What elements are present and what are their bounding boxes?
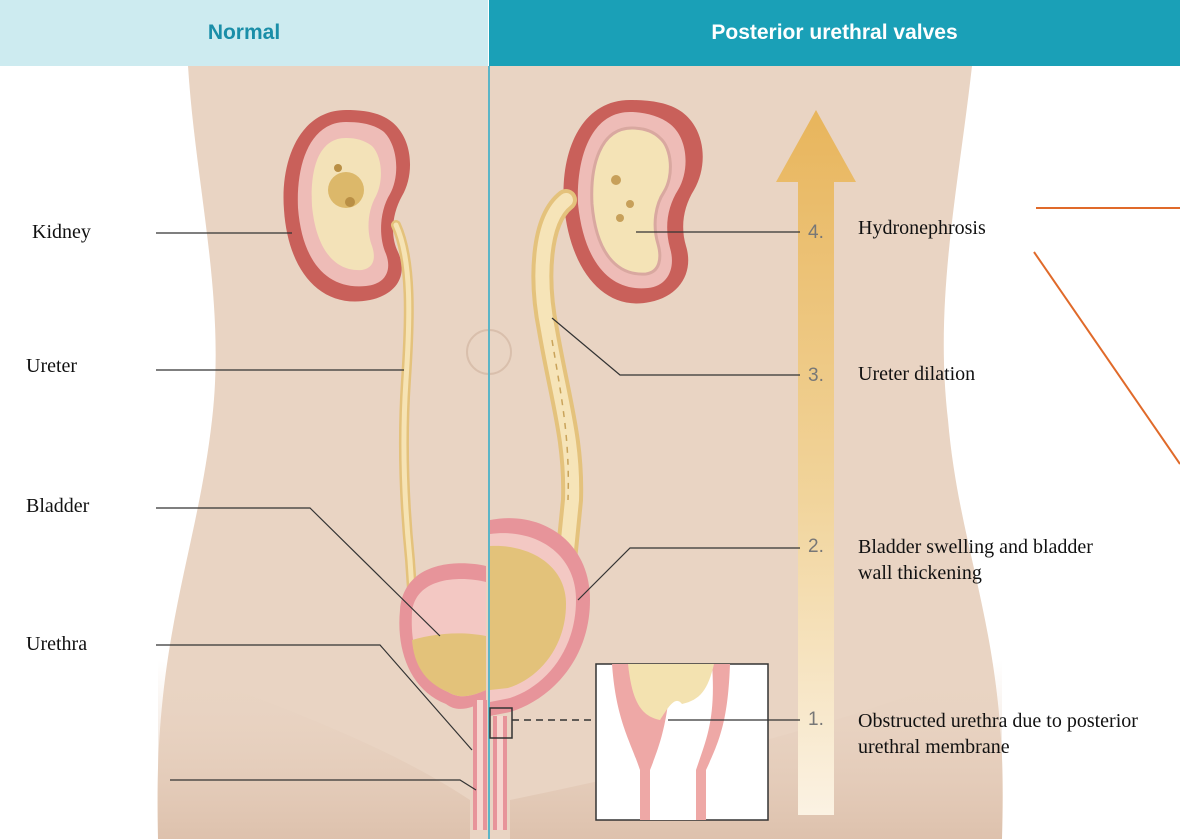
step-2-number: 2. bbox=[808, 536, 824, 558]
normal-panel-header: Normal bbox=[0, 0, 488, 66]
step-1-number: 1. bbox=[808, 709, 824, 731]
step-2-text: Bladder swelling and bladder wall thicke… bbox=[858, 534, 1108, 586]
valve-zoom-inset bbox=[596, 664, 768, 820]
urethra-label: Urethra bbox=[26, 633, 87, 656]
ureter-label: Ureter bbox=[26, 355, 77, 378]
step-3-text: Ureter dilation bbox=[858, 361, 1158, 387]
step-4-number: 4. bbox=[808, 222, 824, 244]
bladder-label: Bladder bbox=[26, 495, 89, 518]
step-3-number: 3. bbox=[808, 365, 824, 387]
step-1-text: Obstructed urethra due to posterior uret… bbox=[858, 708, 1173, 760]
step-4-text: Hydronephrosis bbox=[858, 215, 1158, 241]
puv-panel-header: Posterior urethral valves bbox=[489, 0, 1180, 66]
kidney-label: Kidney bbox=[32, 221, 91, 244]
annotation-line-diagonal bbox=[1034, 252, 1180, 464]
